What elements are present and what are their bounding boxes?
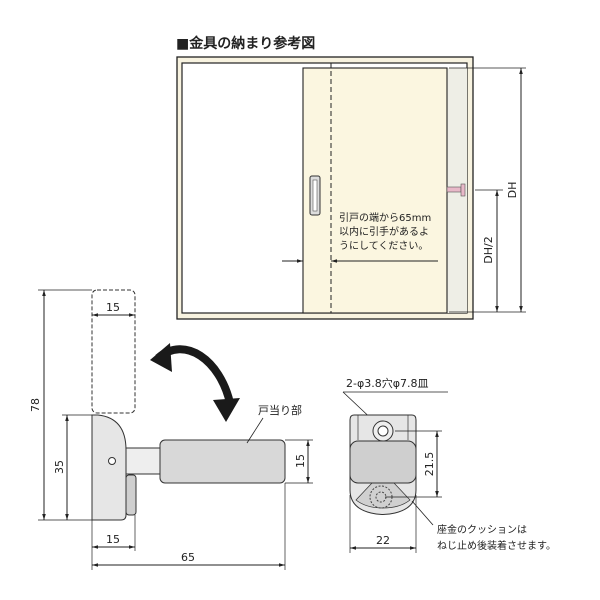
dim-dh: DH (506, 182, 519, 199)
door-stopper (446, 186, 462, 193)
door-stopper-head (460, 183, 466, 197)
dim-total-height: 78 (29, 398, 42, 412)
dim-pitch: 21.5 (423, 452, 436, 477)
arm-shaft (125, 447, 162, 475)
front-cushion (349, 440, 417, 484)
base-bracket (91, 414, 127, 521)
front-view: 2-φ3.8穴φ7.8皿 21.5 22 座金のクッションは ねじ止め後装着させ… (342, 376, 556, 553)
note-line-2: 以内に引手があるよ (339, 225, 429, 238)
note-line-1: 引戸の端から65mm (339, 211, 431, 224)
dim-cushion: 15 (294, 454, 307, 468)
front-note-line-1: 座金のクッションは (437, 523, 527, 536)
hole-label: 2-φ3.8穴φ7.8皿 (346, 376, 428, 390)
cushion (159, 439, 286, 484)
dim-top-width: 15 (106, 301, 120, 314)
top-screw-hole (377, 425, 389, 437)
rotate-arrow-head-bottom (213, 398, 240, 422)
door-handle-recess (312, 179, 318, 212)
rotate-arrow-head-left (150, 343, 172, 372)
cushion-note-leader (411, 500, 434, 526)
cushion-leader (246, 417, 264, 444)
screw-hole (108, 457, 116, 465)
sliding-door (302, 67, 448, 314)
side-view: 15 戸当り部 15 78 35 15 65 (29, 289, 313, 570)
dim-dh-half: DH/2 (482, 236, 495, 263)
base-pad (125, 474, 137, 516)
cushion-label: 戸当り部 (258, 403, 302, 417)
dim-bottom-width: 15 (106, 533, 120, 546)
front-note-line-2: ねじ止め後装着させます。 (437, 539, 556, 552)
top-view: 引戸の端から65mm 以内に引手があるよ うにしてください。 DH/2 DH (176, 56, 526, 320)
diagram-title: ■金具の納まり参考図 (176, 35, 315, 52)
folded-position-outline (91, 289, 136, 414)
dim-length: 65 (181, 551, 195, 564)
note-line-3: うにしてください。 (339, 240, 428, 252)
dim-width: 22 (376, 534, 390, 547)
dim-base-height: 35 (53, 460, 66, 474)
